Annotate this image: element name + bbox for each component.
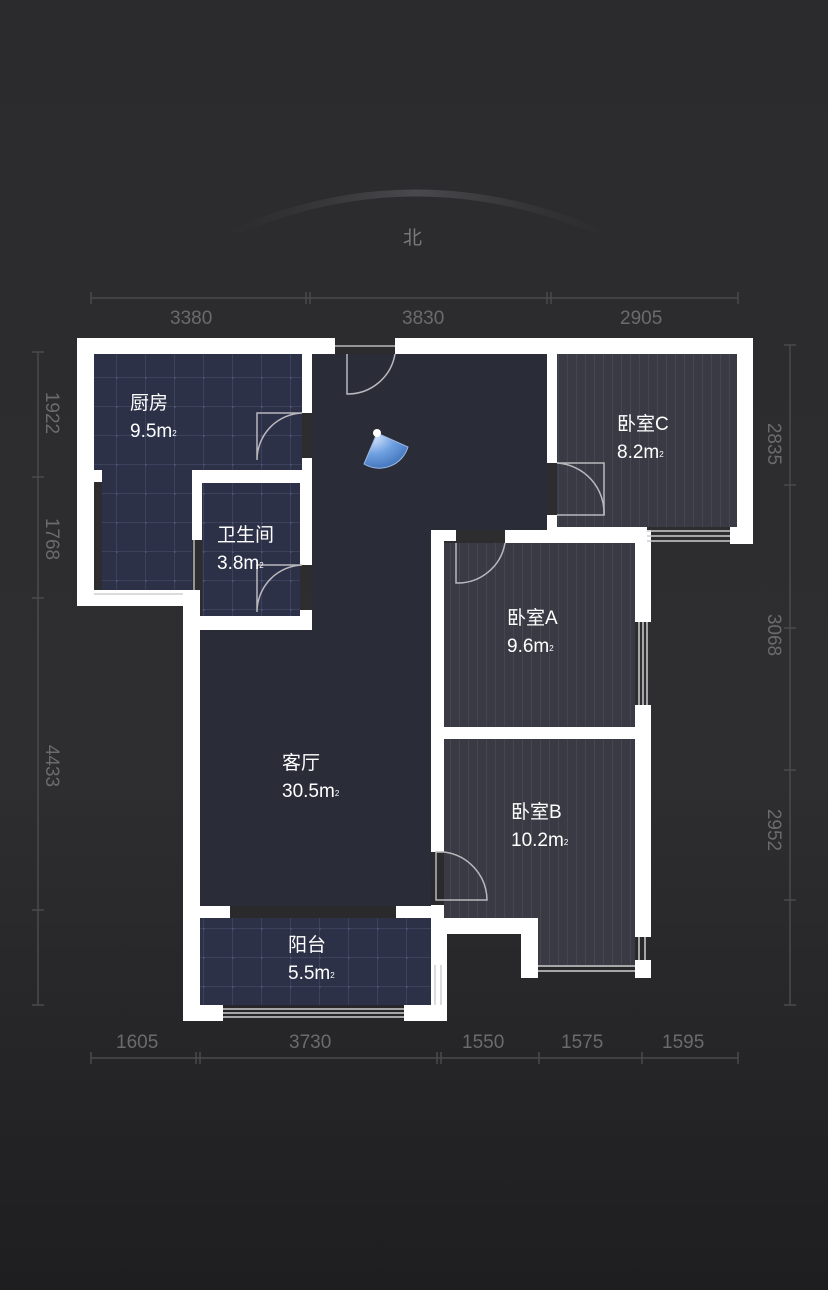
walls <box>77 338 753 1021</box>
room-bedroom-b[interactable]: 卧室B 10.2m2 <box>511 799 568 855</box>
area-unit-superscript: 2 <box>172 429 177 438</box>
room-area: 30.5m <box>282 781 335 802</box>
door-swings <box>193 345 605 901</box>
area-unit-superscript: 2 <box>330 971 335 980</box>
compass-arc <box>223 189 612 240</box>
room-kitchen[interactable]: 厨房 9.5m2 <box>130 390 177 446</box>
room-name: 卧室C <box>617 414 669 435</box>
area-unit-superscript: 2 <box>549 644 554 653</box>
bedroom-a-floor <box>444 543 635 727</box>
living-floor <box>312 354 547 530</box>
room-bathroom[interactable]: 卫生间 3.8m2 <box>217 522 274 578</box>
room-name: 卧室B <box>511 802 562 823</box>
room-area: 9.6m <box>507 636 550 657</box>
north-label: 北 <box>403 228 423 249</box>
dim-bottom-4: 1575 <box>561 1032 604 1053</box>
dim-top-1: 3380 <box>170 308 213 329</box>
area-unit-superscript: 2 <box>659 450 664 459</box>
room-living-room[interactable]: 客厅 30.5m2 <box>282 750 339 806</box>
dim-bottom-5: 1595 <box>662 1032 705 1053</box>
room-area: 10.2m <box>511 830 564 851</box>
dim-top-2: 3830 <box>402 308 445 329</box>
area-unit-superscript: 2 <box>563 838 569 847</box>
bedroom-c-floor <box>557 354 737 527</box>
bedroom-b-floor <box>444 739 635 918</box>
room-area: 8.2m <box>617 442 660 463</box>
room-area: 3.8m <box>217 553 260 574</box>
bathroom-floor <box>202 483 300 616</box>
dim-bottom-3: 1550 <box>462 1032 505 1053</box>
kitchen-floor <box>94 354 302 470</box>
dim-bottom-1: 1605 <box>116 1032 159 1053</box>
dim-bottom-2: 3730 <box>289 1032 332 1053</box>
room-area: 9.5m <box>130 421 173 442</box>
room-name: 厨房 <box>130 393 169 414</box>
room-name: 阳台 <box>288 935 327 956</box>
room-name: 卧室A <box>507 608 558 629</box>
camera-view-cone-icon <box>363 429 409 469</box>
area-unit-superscript: 2 <box>259 561 264 570</box>
room-bedroom-c[interactable]: 卧室C 8.2m2 <box>617 411 669 467</box>
area-unit-superscript: 2 <box>334 789 340 798</box>
room-bedroom-a[interactable]: 卧室A 9.6m2 <box>507 605 558 661</box>
room-name: 客厅 <box>282 753 321 774</box>
balcony-floor <box>200 918 431 1005</box>
room-name: 卫生间 <box>217 525 275 546</box>
dim-top-3: 2905 <box>620 308 663 329</box>
room-area: 5.5m <box>288 963 331 984</box>
room-balcony[interactable]: 阳台 5.5m2 <box>288 932 335 988</box>
